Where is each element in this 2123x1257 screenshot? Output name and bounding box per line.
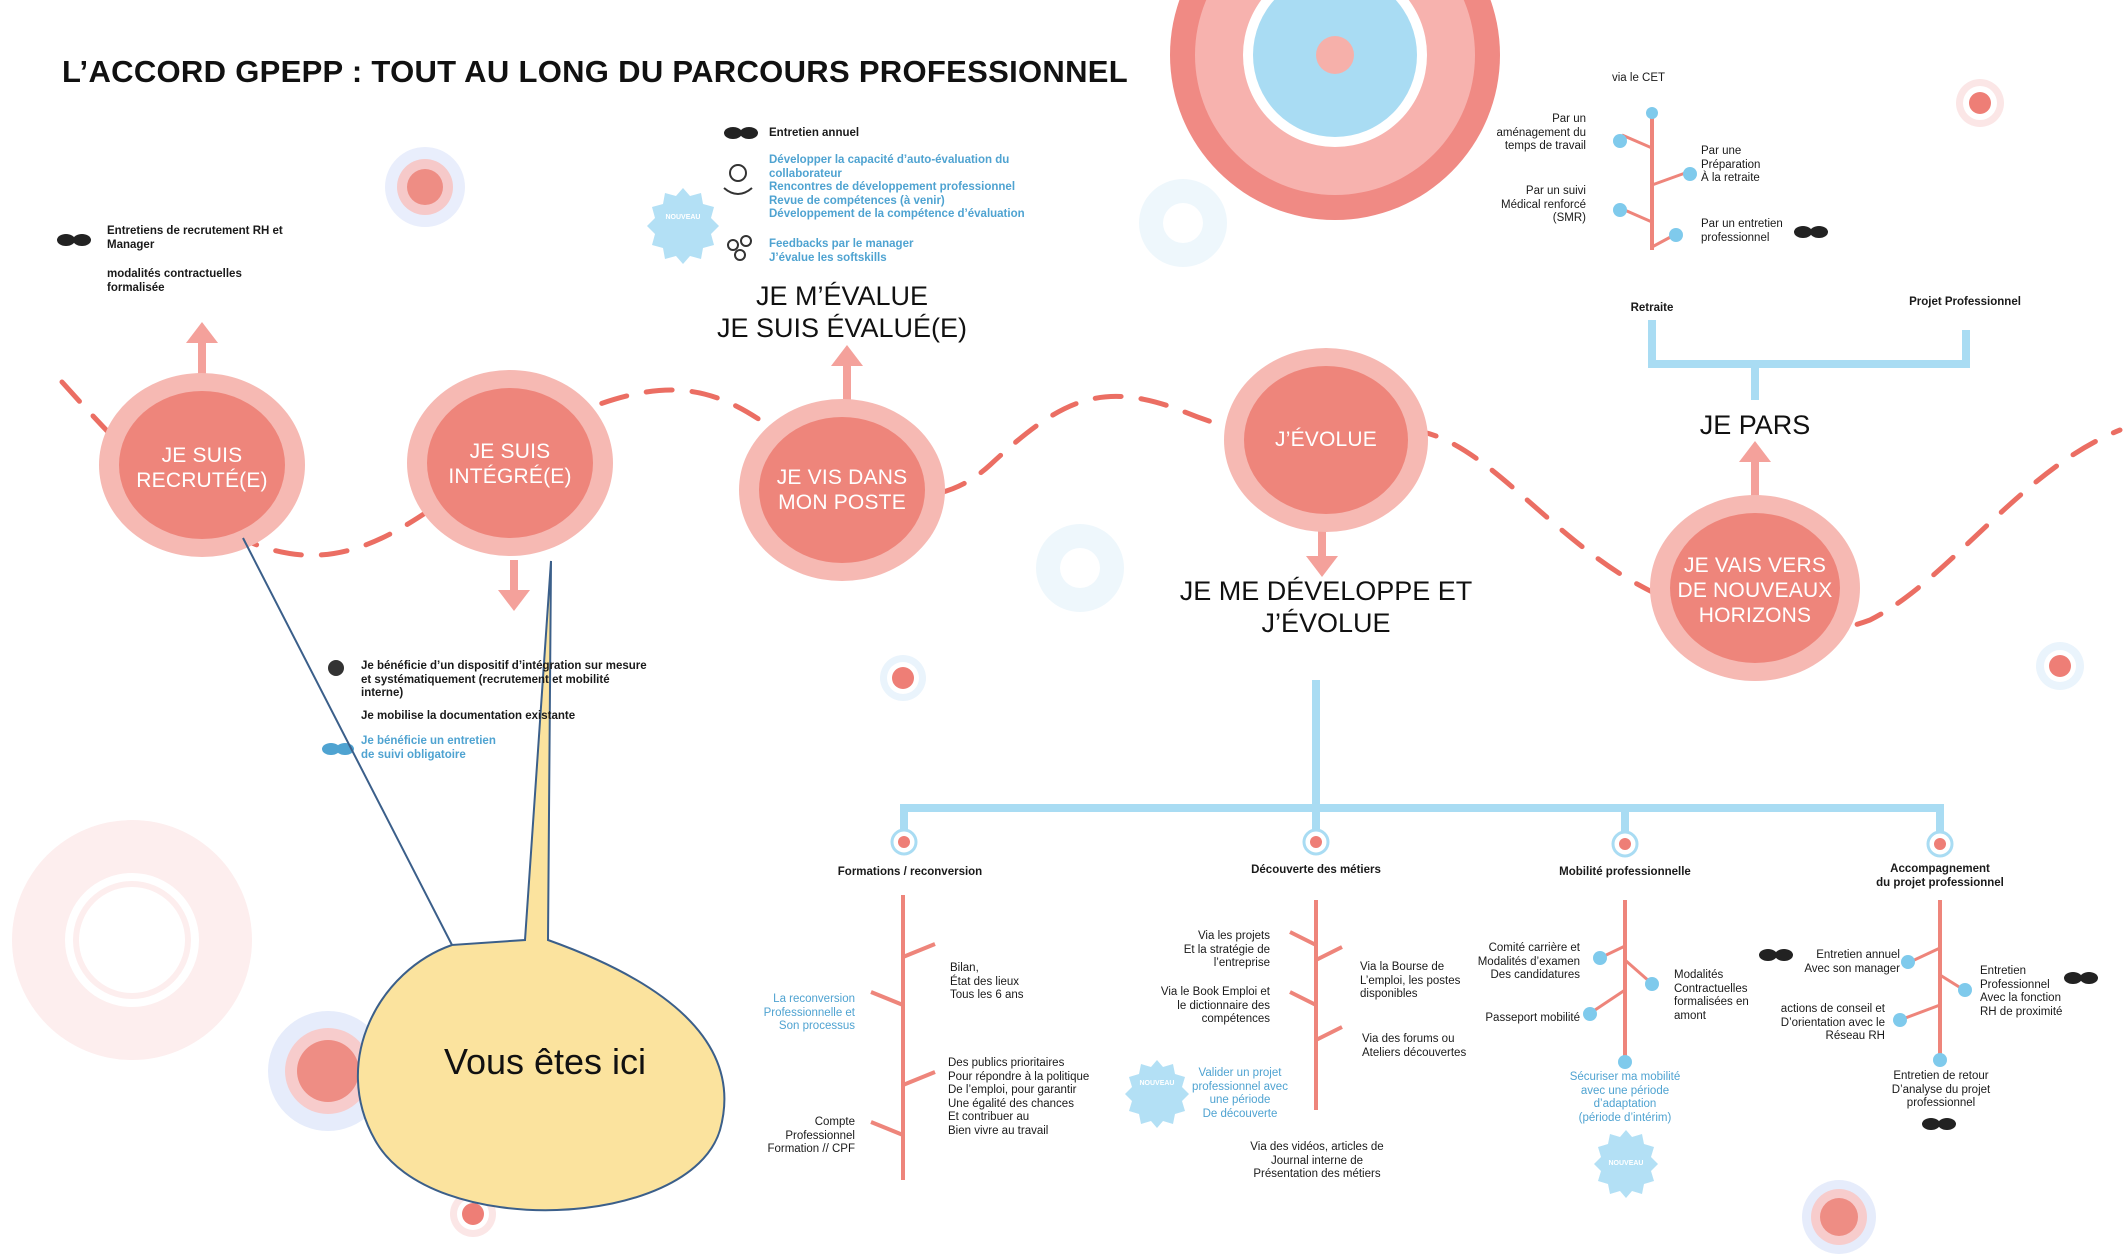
step-label-recrute: JE SUIS RECRUTÉ(E) [136, 444, 268, 492]
retraite-item-preparation: Par une Préparation À la retraite [1701, 145, 1761, 185]
column-title-formations: Formations / reconversion [837, 866, 983, 878]
step-label-horizons: JE VAIS VERS DE NOUVEAUX HORIZONS [1677, 554, 1833, 627]
column-title-mobilite: Mobilité professionnelle [1559, 866, 1691, 878]
evolue-tree [900, 680, 1944, 832]
you-are-here-callout [242, 537, 726, 1212]
mobilite-left-2: Passeport mobilité [1485, 1012, 1580, 1024]
you-are-here-label: Vous êtes ici [443, 1041, 647, 1082]
step-circle-horizons [1650, 495, 1860, 681]
big-pink-ring-left [12, 820, 252, 1060]
vis-heading: JE M’ÉVALUE JE SUIS ÉVALUÉ(E) [716, 281, 968, 343]
step-circle-integre [407, 370, 613, 556]
formations-left-2: Compte Professionnel Formation // CPF [767, 1116, 855, 1156]
retraite-item-amenagement: Par un aménagement du temps de travail [1496, 113, 1586, 153]
small-target-decorations [268, 79, 2084, 1254]
evolue-heading: JE ME DÉVELOPPE ET J’ÉVOLUE [1179, 576, 1473, 638]
formations-right-1: Bilan, État des lieux Tous les 6 ans [950, 962, 1024, 1002]
formations-right-2: Des publics prioritaires Pour répondre à… [948, 1057, 1090, 1137]
recrute-item-2: modalités contractuelles formalisée [107, 268, 242, 294]
mobilite-left-1: Comité carrière et Modalités d’examen De… [1477, 942, 1580, 982]
mobilite-bottom: Sécuriser ma mobilité avec une période d… [1569, 1071, 1681, 1124]
step-circle-vis [739, 399, 945, 581]
step-circle-recrute [99, 373, 305, 557]
step-label-vis: JE VIS DANS MON POSTE [776, 466, 908, 514]
branch-retraite: Retraite [1630, 302, 1674, 314]
formations-left-1: La reconversion Professionnelle et Son p… [763, 993, 855, 1033]
retraite-item-entretien: Par un entretien professionnel [1701, 218, 1783, 244]
column-title-decouverte: Découverte des métiers [1251, 864, 1381, 876]
top-target-decoration [1170, 0, 1500, 220]
people-network-icon [727, 235, 752, 261]
mobilite-right-1: Modalités Contractuelles formalisées en … [1674, 969, 1749, 1022]
decouverte-new-badge-label: NOUVEAU [1139, 1080, 1175, 1087]
step-circle-evolue [1224, 348, 1428, 532]
page-title: L’ACCORD GPEPP : TOUT AU LONG DU PARCOUR… [62, 54, 1128, 89]
new-badge-icon [1594, 1130, 1658, 1198]
vis-new-badge-label: NOUVEAU [665, 214, 701, 221]
accompagnement-spine [1893, 900, 1972, 1067]
column-nodes [890, 828, 1954, 858]
integre-item-2: Je mobilise la documentation existante [361, 710, 576, 722]
accompagnement-left-1: Entretien annuel Avec son manager [1804, 949, 1900, 975]
column-title-accompagnement: Accompagnement du projet professionnel [1876, 863, 2004, 889]
vis-item-2: Développer la capacité d’auto-évaluation… [769, 154, 1025, 221]
decouverte-left-3: Valider un projet professionnel avec une… [1192, 1067, 1288, 1120]
formations-spine [870, 895, 936, 1180]
recrute-item-1: Entretiens de recrutement RH et Manager [107, 225, 283, 251]
vis-item-3: Feedbacks par le manager J’évalue les so… [769, 238, 914, 264]
retraite-item-smr: Par un suivi Médical renforcé (SMR) [1500, 185, 1586, 225]
decouverte-right-2: Via des forums ou Ateliers découvertes [1362, 1033, 1467, 1059]
decouverte-bottom: Via des vidéos, articles de Journal inte… [1250, 1141, 1384, 1181]
decouverte-left-2: Via le Book Emploi et le dictionnaire de… [1160, 986, 1270, 1026]
accompagnement-bottom: Entretien de retour D’analyse du projet … [1891, 1070, 1991, 1110]
decouverte-right-1: Via la Bourse de L’emploi, les postes di… [1360, 961, 1461, 1001]
accompagnement-right-1: Entretien Professionnel Avec la fonction… [1980, 965, 2063, 1018]
decouverte-spine [1289, 900, 1343, 1110]
integre-item-1: Je bénéficie d’un dispositif d’intégrati… [361, 660, 647, 700]
decouverte-left-1: Via les projets Et la stratégie de l’ent… [1183, 930, 1270, 970]
vis-item-1: Entretien annuel [769, 127, 860, 139]
mobilite-spine [1583, 900, 1659, 1069]
je-pars-bracket [1648, 320, 1970, 400]
new-badge-icon [1125, 1060, 1189, 1128]
step-label-evolue: J’ÉVOLUE [1275, 428, 1377, 451]
integre-item-3: Je bénéficie un entretien de suivi oblig… [361, 735, 496, 761]
new-badge-icon [647, 188, 719, 264]
step-arrows [186, 322, 1771, 611]
mobilite-new-badge-label: NOUVEAU [1608, 1160, 1644, 1167]
step-label-integre: JE SUIS INTÉGRÉ(E) [448, 440, 572, 488]
retraite-item-cet: via le CET [1612, 72, 1666, 84]
accompagnement-left-2: actions de conseil et D’orientation avec… [1780, 1003, 1885, 1043]
touch-hand-icon [328, 660, 344, 676]
horizons-heading: JE PARS [1699, 410, 1811, 440]
branch-projet-professionnel: Projet Professionnel [1909, 296, 2021, 308]
retraite-spine [1613, 107, 1697, 250]
gear-hand-icon [723, 164, 753, 195]
faint-blue-ring [1036, 179, 1227, 612]
